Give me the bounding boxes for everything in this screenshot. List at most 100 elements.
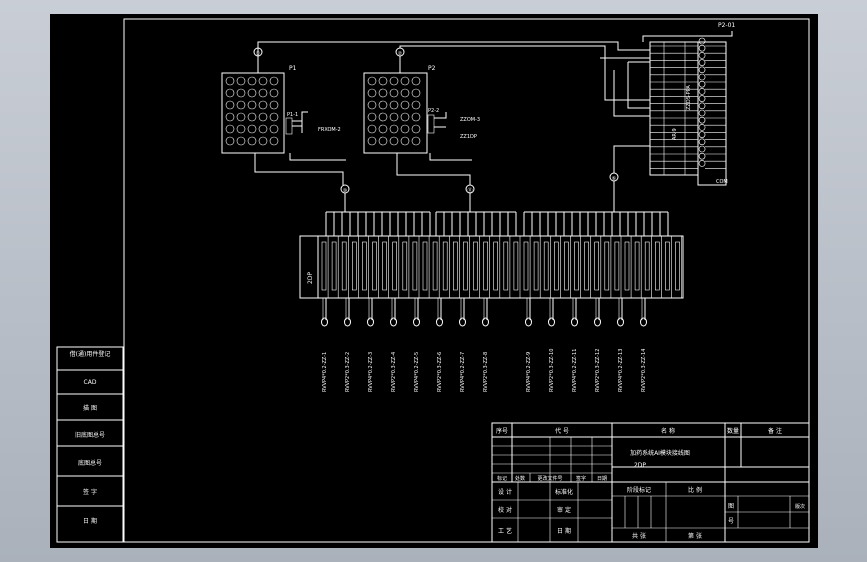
terminal-dot [389, 124, 399, 134]
strip-terminal [654, 241, 660, 291]
cable-gland [640, 317, 647, 327]
strip-terminal [644, 241, 650, 291]
cable-label: RVVP2*0.3-ZZ-12 [595, 349, 601, 392]
module-bottom-tag: COM [716, 179, 728, 185]
terminal-dot [225, 112, 235, 122]
title-header-name: 名 称 [661, 427, 675, 435]
cable-gland [321, 317, 328, 327]
sign-label: 日 期 [557, 527, 571, 535]
strip-terminal [473, 241, 478, 291]
title-block: 序号 代 号 名 称 数量 备 注 加药系统AI模块接线图 2DP 标记 处数 … [491, 422, 810, 543]
panel-p1-jack: P1-1 [287, 112, 298, 118]
cable-label: RVVP2*0.3-ZZ-8 [483, 352, 489, 392]
cable-gland [459, 317, 466, 327]
drawing-title-line2: 2DP [634, 462, 646, 469]
strip-terminal [483, 241, 488, 291]
left-table-row: 日 期 [83, 517, 97, 525]
strip-terminal [341, 241, 347, 291]
left-table-row: 借(通)用件登记 [70, 350, 111, 358]
terminal-dot [236, 88, 246, 98]
strip-terminal [614, 241, 620, 291]
rev-header: 日期 [597, 476, 607, 482]
coil-icon [698, 138, 706, 146]
coil-icon [698, 95, 706, 102]
terminal-dot [258, 112, 268, 122]
coil-icon [698, 59, 706, 66]
io-module: P2-01 ZZDS-PPA AR-9 COM [642, 22, 735, 186]
cable-label: RVVP4*0.2-ZZ-3 [368, 352, 374, 392]
terminal-dot [236, 100, 246, 110]
strip-terminal [665, 241, 670, 291]
strip-terminal [402, 241, 408, 291]
sheet-number: 第 张 [688, 532, 702, 540]
terminal-dot [367, 124, 377, 134]
terminal-dot [225, 124, 235, 134]
strip-terminal [543, 241, 549, 291]
coil-icon [698, 37, 706, 45]
coil-icon [698, 52, 706, 59]
terminal-dot [400, 136, 410, 146]
wiring: ⑩ ⑪ ⑥ [254, 41, 669, 236]
terminal-dot [258, 124, 268, 134]
terminal-dot [378, 88, 388, 98]
coil-icon [698, 73, 706, 81]
terminal-dot [236, 76, 246, 86]
terminal-dot [258, 88, 268, 98]
terminal-dot [411, 76, 421, 86]
title-header-seq: 序号 [496, 427, 508, 435]
strip-terminal [351, 241, 357, 291]
strip-terminal [412, 241, 418, 291]
strip-terminal [463, 241, 468, 291]
cable-label: RVVP4*0.2-ZZ-11 [572, 349, 578, 392]
cable-label: RVVP4*0.2-ZZ-13 [618, 349, 624, 392]
cable-label: RVVP4*0.2-ZZ-7 [460, 352, 466, 392]
left-table-row: 底图总号 [78, 459, 102, 467]
cable-label: RVVP4*0.2-ZZ-9 [526, 352, 532, 392]
panel-p2-terminal-grid [367, 76, 421, 146]
terminal-dot [258, 76, 268, 86]
strip-terminal [372, 241, 377, 291]
cable-gland [594, 317, 601, 327]
cable-gland [482, 317, 489, 327]
module-vertical-text: ZZDS-PPA [686, 85, 692, 110]
left-registration-table: 借(通)用件登记 CAD 描 图 旧底图总号 底图总号 签 字 日 期 [56, 346, 124, 543]
rev-header: 签字 [576, 475, 586, 482]
cable-label: RVVP2*0.3-ZZ-6 [437, 352, 443, 392]
cable-gland [413, 317, 420, 327]
terminal-dot [389, 136, 399, 146]
terminal-dot [269, 88, 279, 98]
terminal-dot [367, 112, 377, 122]
strip-terminal [675, 241, 680, 291]
terminal-dot [411, 100, 421, 110]
coil-icon [698, 124, 706, 131]
strip-terminal [513, 241, 519, 291]
module-vertical-text2: AR-9 [672, 128, 678, 140]
rev-header: 处数 [515, 475, 525, 482]
terminal-dot [258, 100, 268, 110]
cable-gland [436, 317, 443, 327]
scale-header: 比 例 [688, 486, 702, 494]
panel-p2-cable: ZZOM-3 [460, 117, 480, 123]
drawing-no-label2: 号 [728, 518, 734, 525]
strip-terminal [452, 241, 458, 291]
terminal-dot [378, 100, 388, 110]
strip-terminal [493, 241, 499, 291]
coil-icon [698, 88, 706, 95]
terminal-dot [247, 76, 257, 86]
terminal-dot [269, 136, 279, 146]
strip-terminal [392, 241, 398, 291]
terminal-dot [378, 136, 388, 146]
terminal-strip-label: 2DP [307, 272, 314, 284]
terminal-dot [225, 100, 235, 110]
terminal-dot [367, 76, 377, 86]
marker-d: ⑪ [467, 187, 472, 194]
coil-icon [698, 116, 706, 124]
terminal-dot [389, 88, 399, 98]
strip-terminal [442, 241, 448, 291]
terminal-dot [411, 124, 421, 134]
cable-label: RVVP4*0.2-ZZ-1 [322, 352, 328, 392]
terminal-dot [378, 76, 388, 86]
terminal-dot [225, 136, 235, 146]
coil-icon [698, 102, 706, 110]
